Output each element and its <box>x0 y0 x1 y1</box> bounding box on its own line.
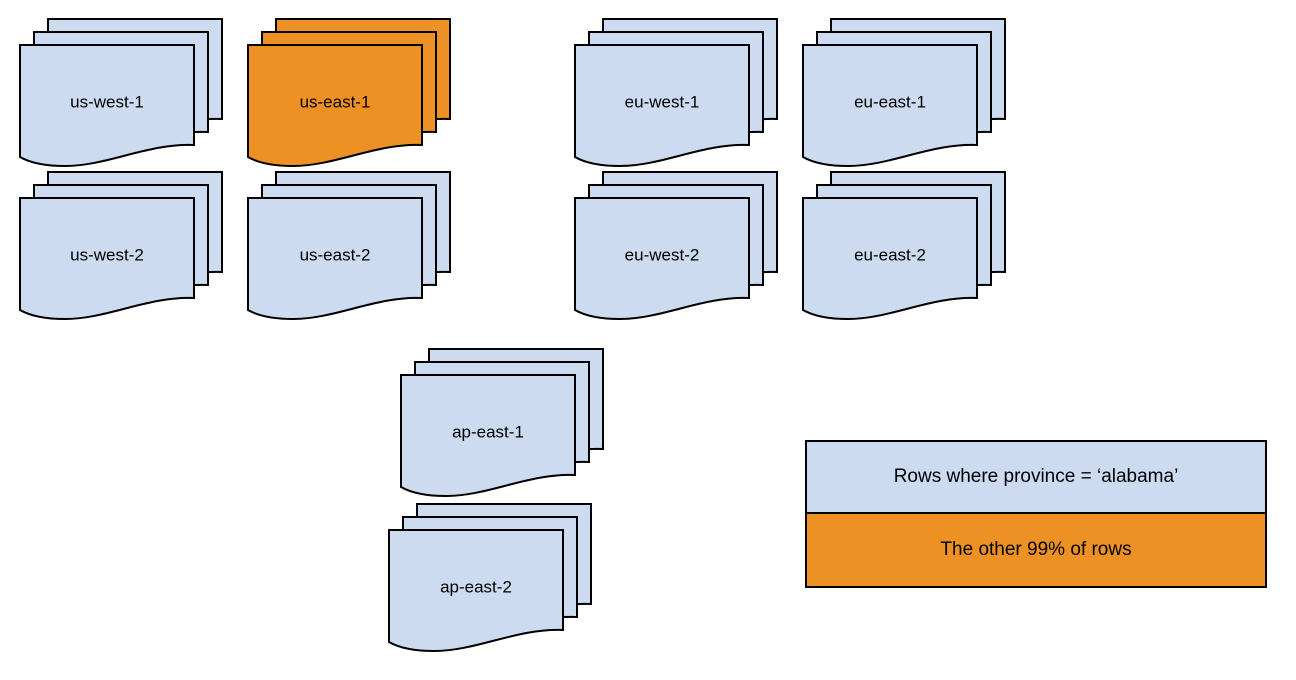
document-card-front <box>574 44 750 168</box>
legend-entry-other-rows: The other 99% of rows <box>805 514 1267 588</box>
region-stack-us-west-1[interactable]: us-west-1 <box>19 18 223 168</box>
region-label-eu-east-2: eu-east-2 <box>854 245 926 264</box>
region-label-eu-west-2: eu-west-2 <box>625 245 700 264</box>
document-card-front <box>247 197 423 321</box>
document-card-front <box>802 44 978 168</box>
document-card-front <box>574 197 750 321</box>
region-label-eu-west-1: eu-west-1 <box>625 92 700 111</box>
legend-entry-label: Rows where province = ‘alabama’ <box>893 466 1179 487</box>
region-stack-us-east-1[interactable]: us-east-1 <box>247 18 451 168</box>
region-label-us-west-1: us-west-1 <box>70 92 144 111</box>
document-card-front <box>247 44 423 168</box>
document-card-front <box>19 44 195 168</box>
region-stack-eu-east-1[interactable]: eu-east-1 <box>802 18 1006 168</box>
region-label-us-east-1: us-east-1 <box>300 92 371 111</box>
region-stack-eu-west-2[interactable]: eu-west-2 <box>574 171 778 321</box>
region-stack-us-east-2[interactable]: us-east-2 <box>247 171 451 321</box>
region-stack-eu-east-2[interactable]: eu-east-2 <box>802 171 1006 321</box>
region-label-ap-east-2: ap-east-2 <box>440 577 512 596</box>
region-stack-eu-west-1[interactable]: eu-west-1 <box>574 18 778 168</box>
region-stack-us-west-2[interactable]: us-west-2 <box>19 171 223 321</box>
region-label-eu-east-1: eu-east-1 <box>854 92 926 111</box>
region-label-us-east-2: us-east-2 <box>300 245 371 264</box>
legend-entry-rows-alabama: Rows where province = ‘alabama’ <box>805 440 1267 514</box>
document-card-front <box>802 197 978 321</box>
document-card-front <box>19 197 195 321</box>
legend-entry-label: The other 99% of rows <box>940 539 1132 560</box>
region-label-us-west-2: us-west-2 <box>70 245 144 264</box>
region-stack-ap-east-2[interactable]: ap-east-2 <box>388 503 592 653</box>
document-card-front <box>388 529 564 653</box>
legend: Rows where province = ‘alabama’ The other… <box>805 440 1267 588</box>
region-stack-ap-east-1[interactable]: ap-east-1 <box>400 348 604 498</box>
region-label-ap-east-1: ap-east-1 <box>452 422 524 441</box>
document-card-front <box>400 374 576 498</box>
